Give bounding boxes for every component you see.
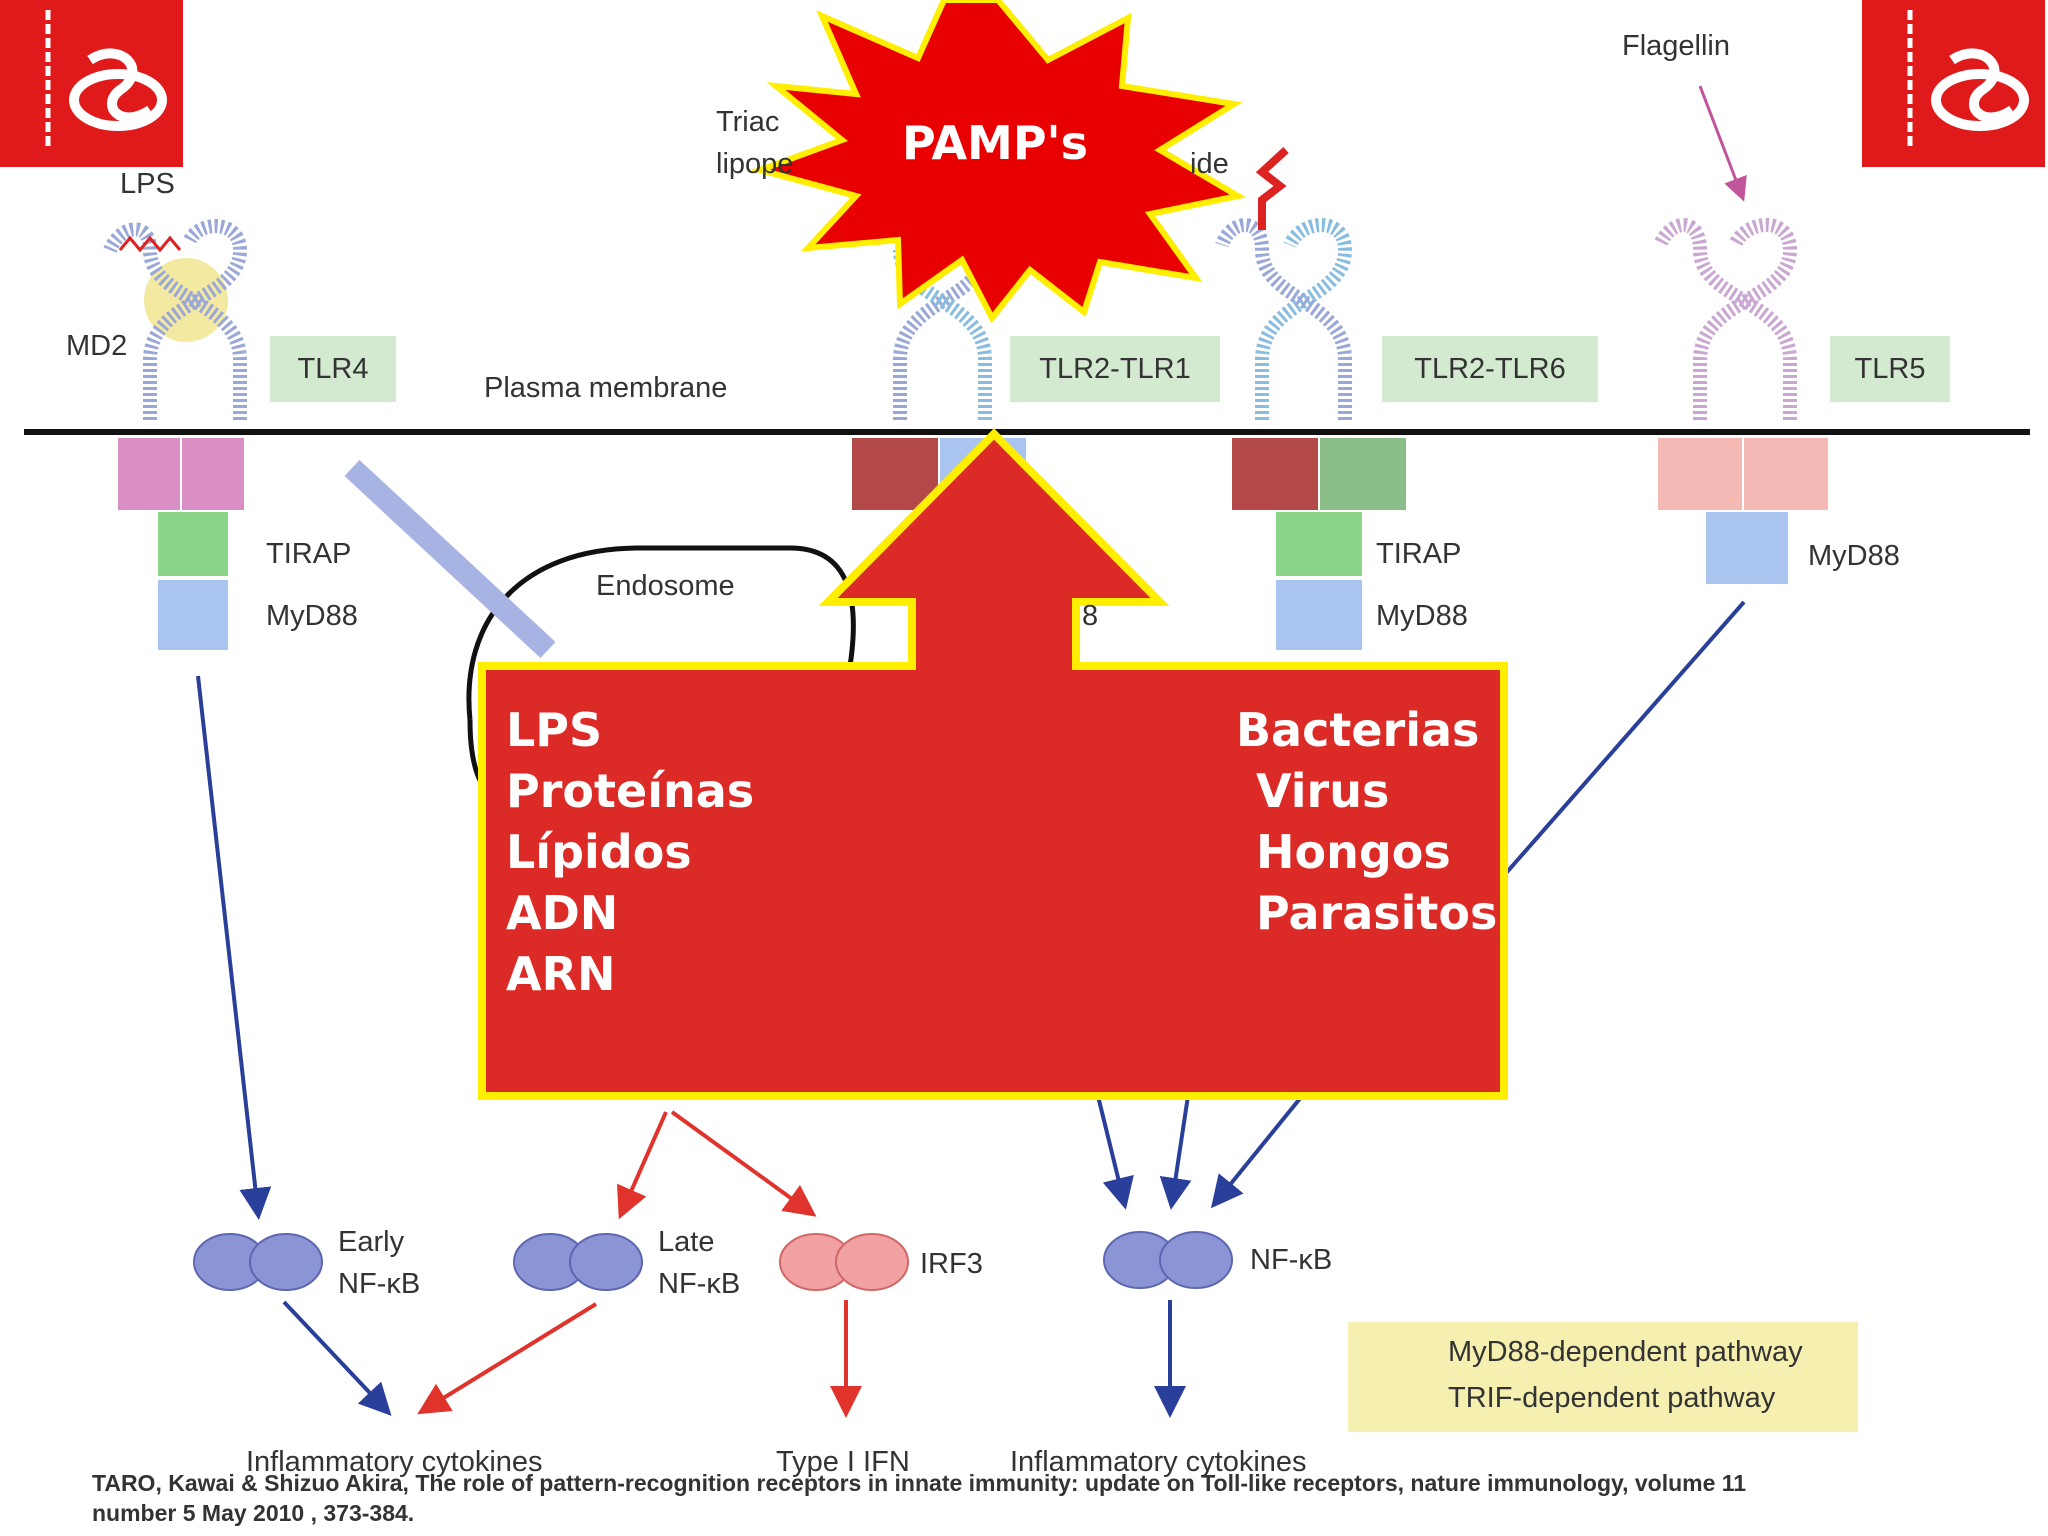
md2-label: MD2 xyxy=(66,330,128,362)
late-label: Late xyxy=(658,1226,715,1258)
endocytosis-arrow xyxy=(344,459,556,659)
output-cytokines-1: Inflammatory cytokines xyxy=(246,1446,543,1478)
myd88-partial-label: 8 xyxy=(1082,600,1099,632)
early-label: Early xyxy=(338,1226,405,1258)
late-nfkb-dimer xyxy=(513,1233,643,1291)
pathway-legend xyxy=(1348,1322,1858,1432)
wheat-logo-icon xyxy=(45,10,167,150)
late-nfkb-label: NF-κB xyxy=(658,1268,741,1300)
tlr2-tlr6-label: TLR2-TLR6 xyxy=(1382,336,1598,402)
tlr2-tlr1-label: TLR2-TLR1 xyxy=(1010,336,1220,402)
callout-item-arn: ARN xyxy=(506,947,616,1001)
citation-line-1: TARO, Kawai & Shizuo Akira, The role of … xyxy=(92,1470,1747,1496)
plasma-membrane-label: Plasma membrane xyxy=(484,372,728,404)
arrow-myd88-to-nfkb-1 xyxy=(1096,1095,1134,1210)
callout-item-virus: Virus xyxy=(1256,764,1390,818)
pamp-callout-shape xyxy=(478,428,1508,1100)
wheat-logo-icon xyxy=(1907,10,2029,150)
nfkb-dimer xyxy=(1103,1231,1233,1289)
legend-trif-label: TRIF-dependent pathway xyxy=(1448,1382,1776,1414)
irf3-label: IRF3 xyxy=(920,1248,983,1280)
arrow-myd88-to-nfkb-3 xyxy=(1210,1094,1304,1209)
tlr2-tlr6-receptor xyxy=(1215,147,1406,650)
arrow-tlr4-to-early-nfkb xyxy=(196,675,272,1220)
arrow-trif-to-late-nfkb xyxy=(617,1111,668,1220)
callout-item-parasitos: Parasitos xyxy=(1256,886,1498,940)
triacyl-label-1: Triac xyxy=(716,106,780,138)
callout-item-lps: LPS xyxy=(506,703,603,757)
pamp-title: PAMP's xyxy=(901,116,1089,170)
irf3-dimer xyxy=(779,1233,909,1291)
output-cytokines-2: Inflammatory cytokines xyxy=(1010,1446,1307,1478)
lps-label: LPS xyxy=(120,168,175,200)
tirap-label-2: TIRAP xyxy=(1376,538,1462,570)
myd88-label-1: MyD88 xyxy=(266,600,358,632)
tlr4-receptor xyxy=(103,219,248,650)
myd88-label-2: MyD88 xyxy=(1376,600,1468,632)
callout-right-list: Bacterias Virus Hongos Parasitos xyxy=(1236,700,1497,944)
tlr4-label: TLR4 xyxy=(270,336,396,402)
callout-item-proteinas: Proteínas xyxy=(506,764,755,818)
endosome-label: Endosome xyxy=(596,570,735,602)
diacyl-label: ide xyxy=(1190,148,1229,180)
arrow-late-to-cytokines xyxy=(417,1302,598,1415)
nfkb-label: NF-κB xyxy=(1250,1244,1333,1276)
early-nfkb-dimer xyxy=(193,1233,323,1291)
callout-item-lipidos: Lípidos xyxy=(506,825,692,879)
tirap-label-1: TIRAP xyxy=(266,538,352,570)
arrow-trif-to-irf3 xyxy=(670,1110,817,1217)
callout-left-list: LPS Proteínas Lípidos ADN ARN xyxy=(506,700,754,1005)
flagellin-label: Flagellin xyxy=(1622,30,1730,62)
triacyl-label-2: lipope xyxy=(716,148,794,180)
output-type1-ifn: Type I IFN xyxy=(776,1446,910,1478)
early-nfkb-label: NF-κB xyxy=(338,1268,421,1300)
pamp-starburst xyxy=(750,0,1247,324)
callout-item-hongos: Hongos xyxy=(1256,825,1451,879)
tlr5-receptor xyxy=(1653,218,1828,584)
callout-item-adn: ADN xyxy=(506,886,619,940)
arrow-early-to-cytokines xyxy=(282,1300,392,1416)
callout-item-bacterias: Bacterias xyxy=(1236,703,1480,757)
citation-line-2: number 5 May 2010 , 373-384. xyxy=(92,1500,415,1526)
flagellin-arrow xyxy=(1698,85,1747,202)
arrow-myd88-to-nfkb-2 xyxy=(1159,1095,1192,1210)
legend-myd88-label: MyD88-dependent pathway xyxy=(1448,1336,1803,1368)
tlr5-label: TLR5 xyxy=(1830,336,1950,402)
arrow-tlr5-to-nfkb xyxy=(1498,600,1746,882)
myd88-label-3: MyD88 xyxy=(1808,540,1900,572)
citation: TARO, Kawai & Shizuo Akira, The role of … xyxy=(92,1468,1746,1528)
